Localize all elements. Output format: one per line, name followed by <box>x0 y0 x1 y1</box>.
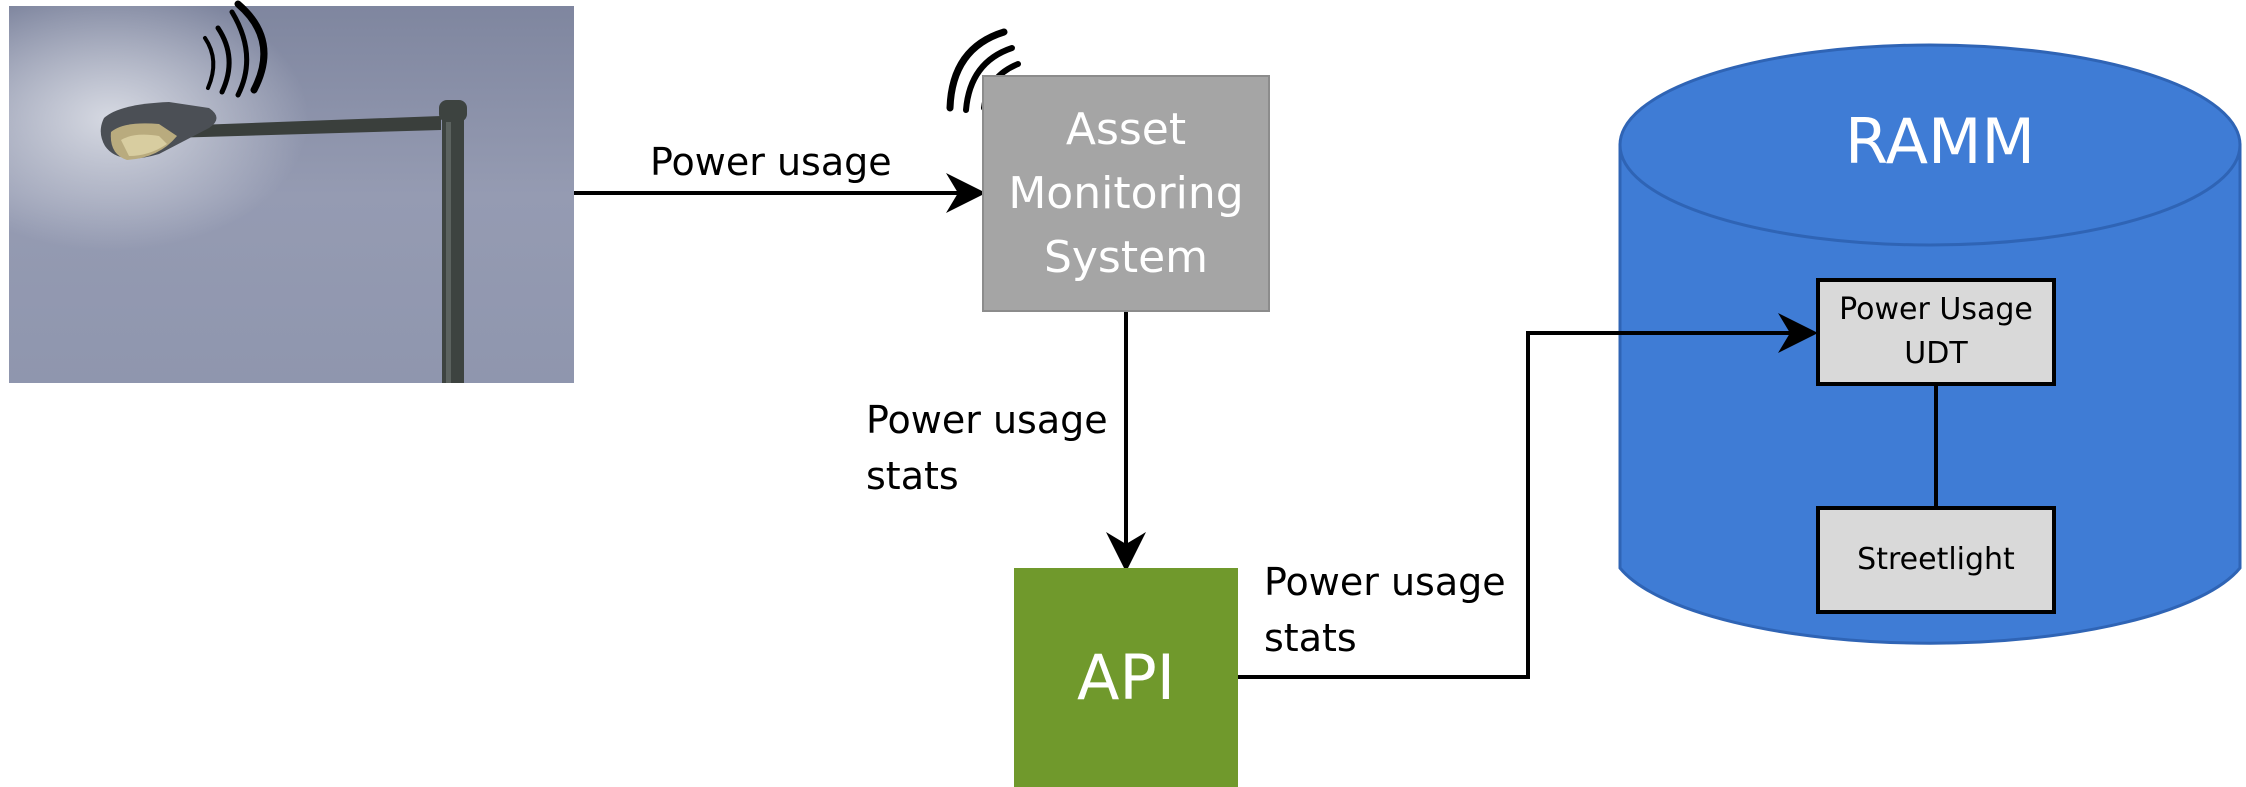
wireless-signal-icon <box>203 0 268 98</box>
api-box: API <box>1014 568 1238 787</box>
edge-label-ams-to-api: Power usage stats <box>866 398 1108 498</box>
edge-label-power-usage: Power usage <box>650 140 892 184</box>
edge-api-to-udt <box>1238 313 1818 679</box>
streetlight-box: Streetlight <box>1816 506 2056 614</box>
ramm-database-cylinder <box>1618 43 2242 645</box>
power-usage-udt-box: Power Usage UDT <box>1816 278 2056 386</box>
edge-label-api-to-udt: Power usage stats <box>1264 560 1506 660</box>
ramm-label: RAMM <box>1845 105 2035 178</box>
asset-monitoring-system-box: Asset Monitoring System <box>982 75 1270 312</box>
streetlight-photo <box>9 6 574 383</box>
